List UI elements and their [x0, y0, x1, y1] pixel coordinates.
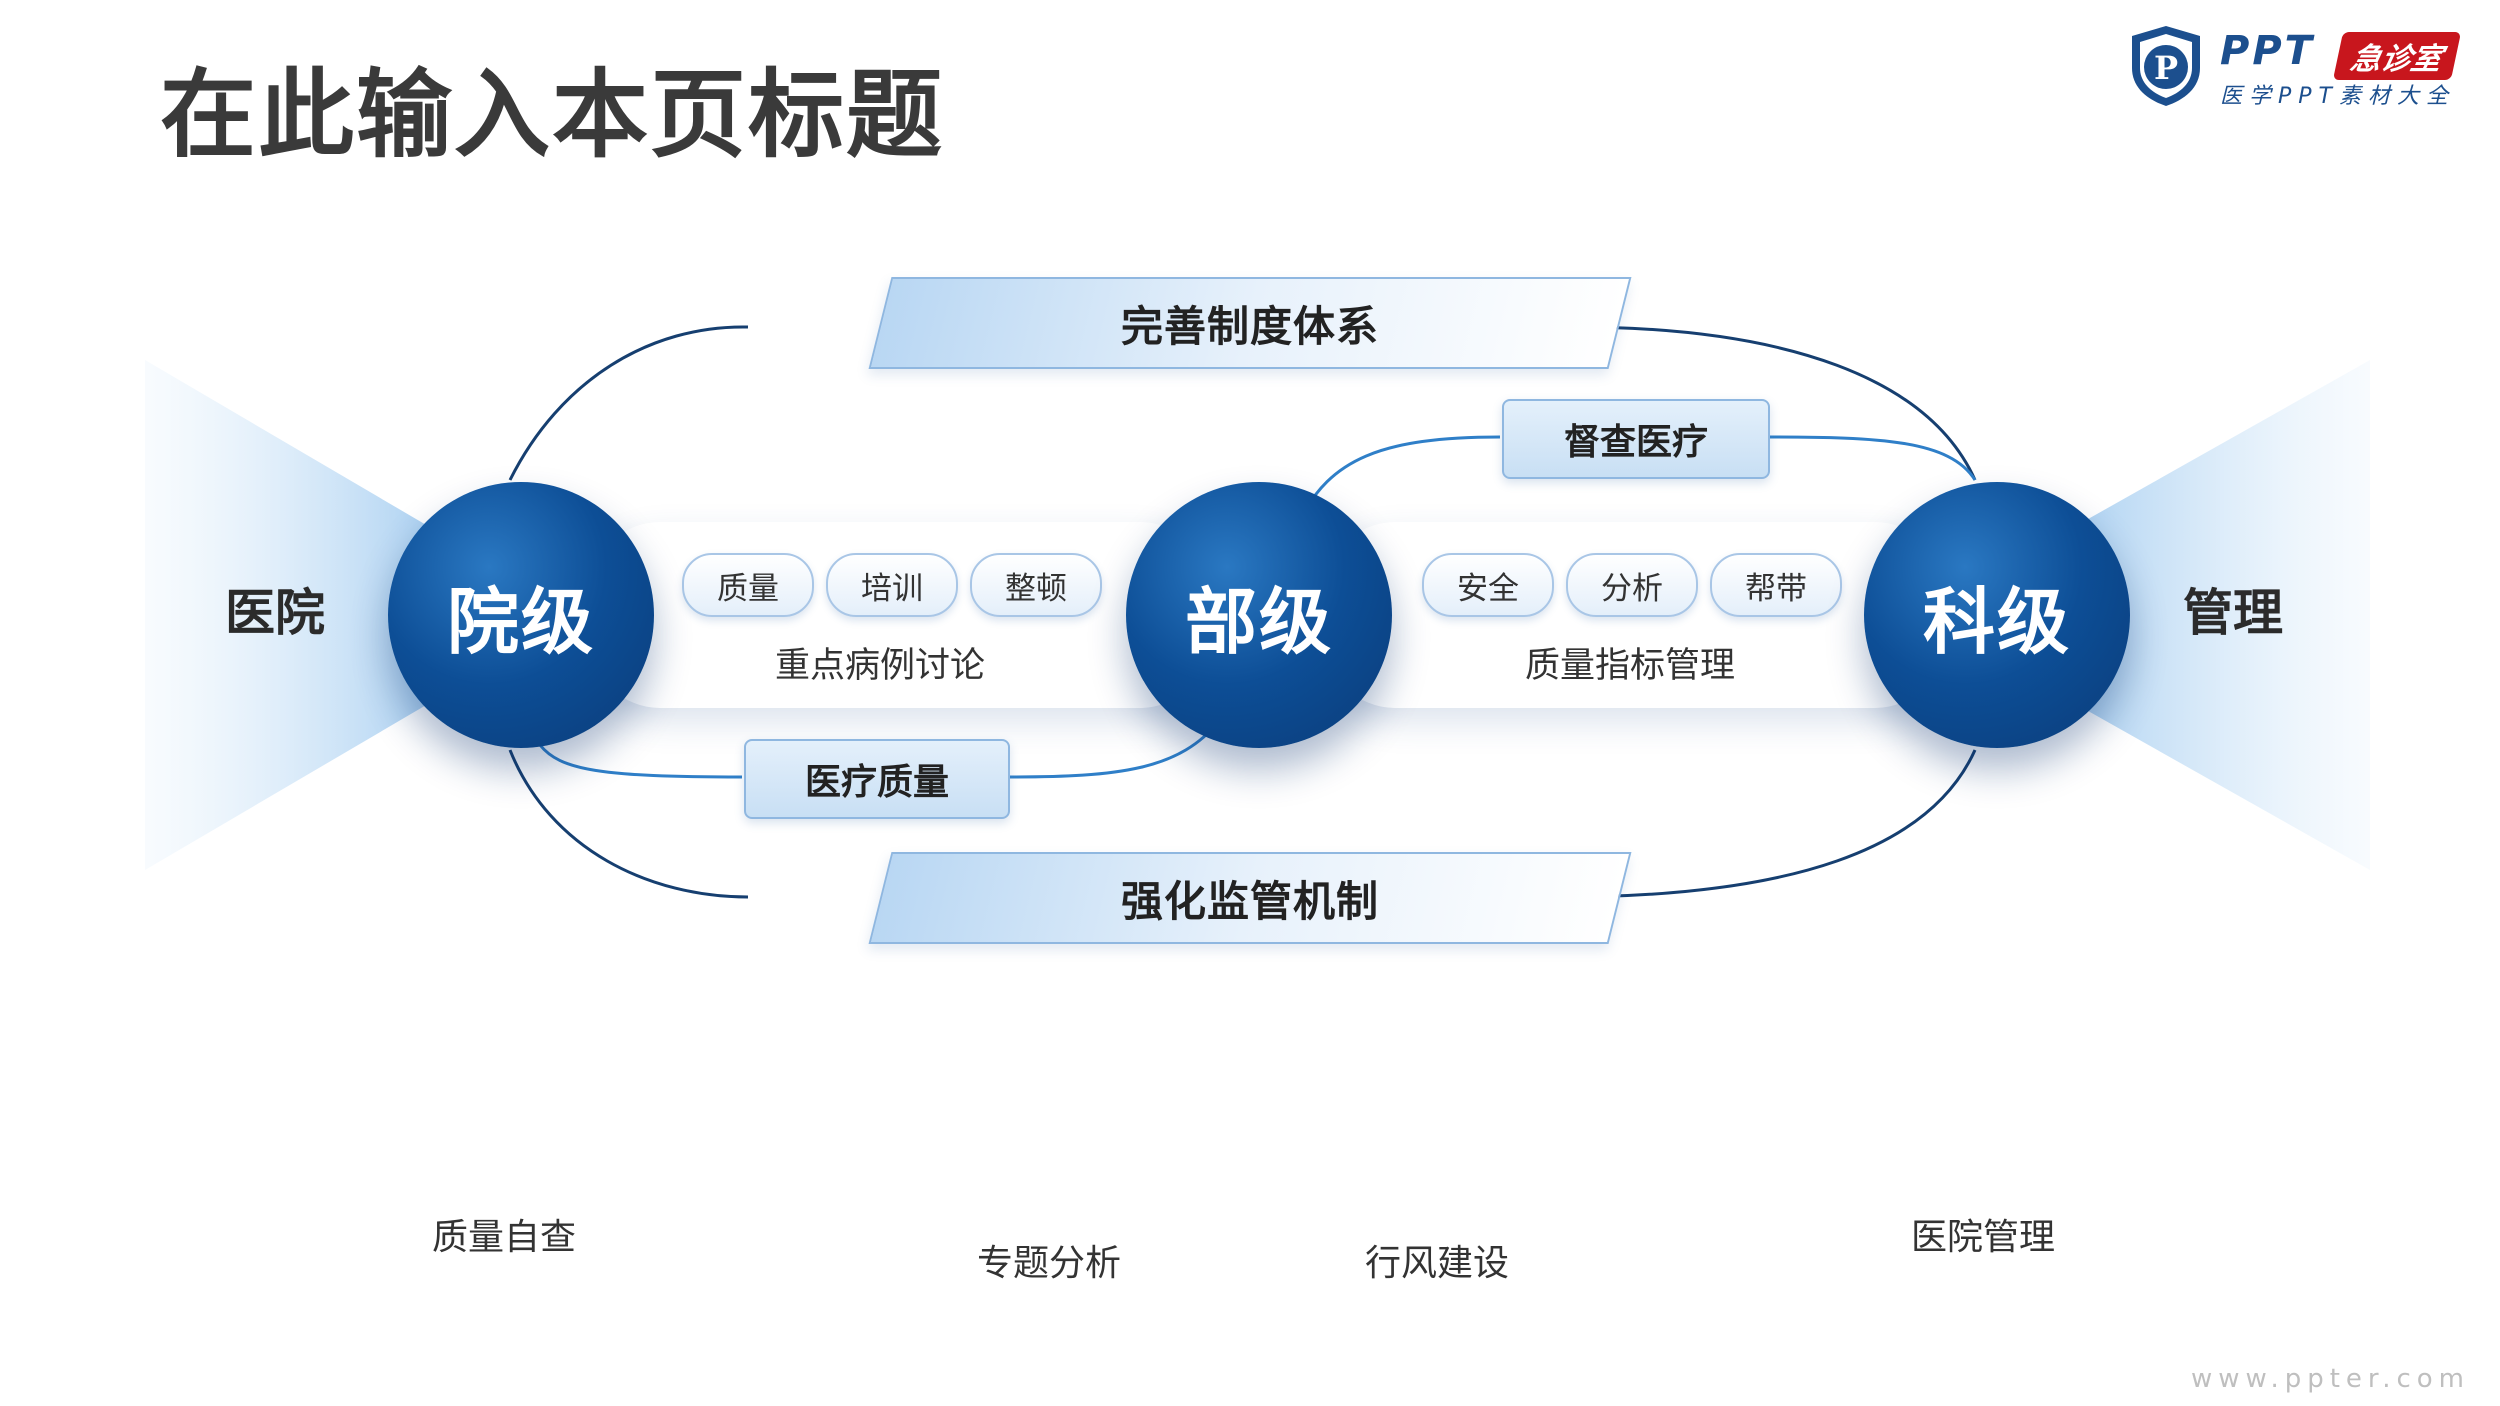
shield-logo-icon: P — [2132, 26, 2200, 106]
banner-top-label: 完善制度体系 — [1120, 301, 1379, 351]
panel-right-caption: 质量指标管理 — [1524, 646, 1735, 686]
tag-lower-left: 医疗质量 — [744, 739, 1010, 819]
tag-upper-right: 督查医疗 — [1502, 399, 1770, 479]
side-label-right: 管理 — [2183, 584, 2283, 642]
level-circle-section: 科级 — [1864, 482, 2130, 748]
logo: P PPT 急诊室 医学PPT素材大全 — [2120, 22, 2490, 112]
outer-loop-line — [508, 325, 1977, 899]
bottom-label-self-check: 质量自查 — [431, 1217, 576, 1258]
pill-mentoring: 帮带 — [1710, 553, 1842, 617]
inner-connector-lower — [538, 719, 1222, 779]
logo-brand: PPT — [2220, 28, 2315, 74]
bottom-label-conduct: 行风建设 — [1364, 1243, 1509, 1284]
pill-analysis: 分析 — [1566, 553, 1698, 617]
svg-text:P: P — [2154, 49, 2178, 87]
panel-left-caption: 重点病例讨论 — [774, 646, 985, 686]
page-title: 在此输入本页标题 — [160, 59, 944, 171]
pill-safety: 安全 — [1422, 553, 1554, 617]
right-light-fan — [1980, 360, 2370, 870]
bottom-label-hospital-management: 医院管理 — [1910, 1217, 2055, 1258]
pill-quality: 质量 — [682, 553, 814, 617]
banner-bottom-label: 强化监管机制 — [1120, 876, 1379, 926]
watermark: www.ppter.com — [2191, 1364, 2470, 1394]
left-light-fan — [145, 360, 520, 870]
pill-rectify: 整顿 — [970, 553, 1102, 617]
level-circle-hospital: 院级 — [388, 482, 654, 748]
level-circle-department: 部级 — [1126, 482, 1392, 748]
banner-top: 完善制度体系 — [868, 277, 1632, 369]
banner-bottom: 强化监管机制 — [868, 852, 1632, 944]
logo-badge: 急诊室 — [2332, 32, 2462, 80]
side-label-left: 医院 — [225, 584, 325, 642]
logo-subtitle: 医学PPT素材大全 — [2220, 84, 2455, 109]
bottom-label-topic-analysis: 专题分析 — [976, 1243, 1121, 1284]
pill-training: 培训 — [826, 553, 958, 617]
